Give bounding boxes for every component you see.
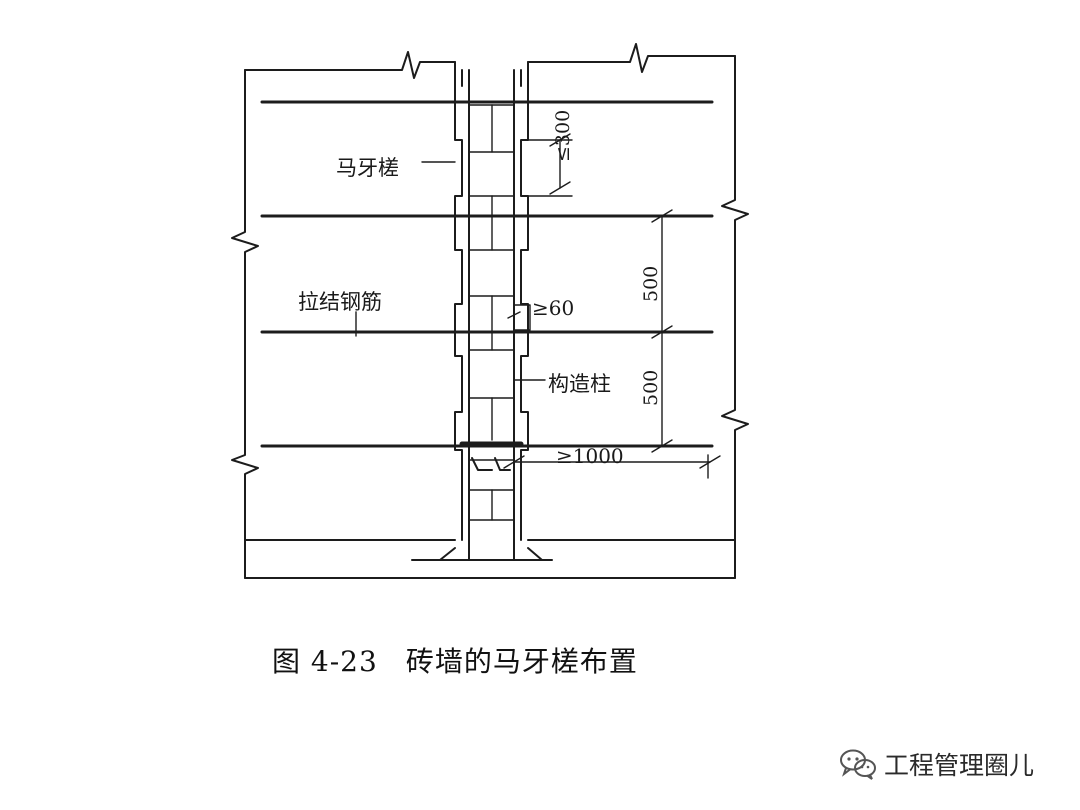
dimension-lines bbox=[355, 133, 721, 479]
label-constructional-column: 构造柱 bbox=[548, 372, 611, 396]
figure-caption: 图 4-23 砖墙的马牙槎布置 bbox=[272, 640, 638, 680]
dim-label-ge-1000: ≥1000 bbox=[556, 444, 624, 468]
dim-label-ge-60: ≥60 bbox=[532, 296, 575, 320]
figure-number: 图 4-23 bbox=[272, 645, 378, 678]
column-footing bbox=[411, 457, 553, 561]
label-tie-bars: 拉结钢筋 bbox=[298, 290, 382, 314]
watermark-text: 工程管理圈儿 bbox=[884, 751, 1035, 780]
dim-ge-60-line bbox=[513, 304, 531, 331]
wall-outline bbox=[231, 43, 749, 579]
dim-label-500-lower: 500 bbox=[640, 369, 662, 406]
dim-label-le-300: ≤300 bbox=[552, 109, 574, 162]
label-mayacha: 马牙槎 bbox=[336, 156, 399, 180]
watermark: 工程管理圈儿 bbox=[838, 746, 1034, 782]
column-brick-courses bbox=[468, 104, 515, 521]
tie-bars bbox=[260, 100, 714, 448]
dim-label-500-upper: 500 bbox=[640, 265, 662, 302]
figure-title: 砖墙的马牙槎布置 bbox=[405, 645, 638, 678]
wechat-icon bbox=[840, 749, 876, 780]
